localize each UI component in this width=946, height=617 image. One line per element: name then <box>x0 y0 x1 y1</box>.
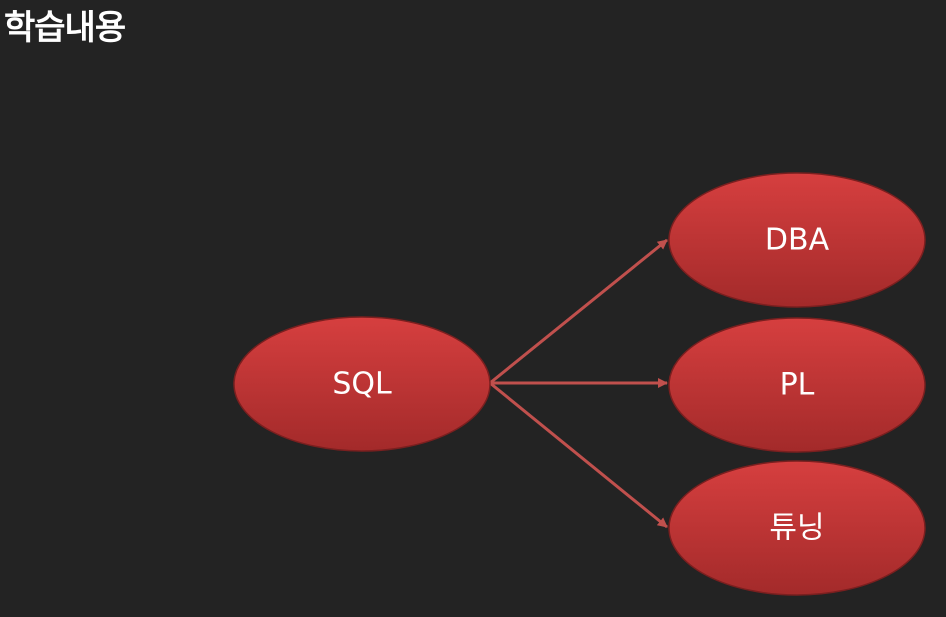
arrow-sql-to-dba <box>489 238 668 385</box>
node-dba-label: DBA <box>765 223 830 258</box>
slide-title: 학습내용 <box>4 8 126 48</box>
node-pl: PL <box>668 317 926 453</box>
node-tuning-shape <box>668 460 926 596</box>
node-sql-label: SQL <box>332 367 392 402</box>
node-tuning-label: 튜닝 <box>769 511 824 546</box>
arrow-sql-to-tuning <box>489 381 668 529</box>
node-tuning: 튜닝 <box>668 460 926 596</box>
node-pl-label: PL <box>780 368 815 403</box>
node-dba-shape <box>668 172 926 308</box>
node-pl-shape <box>668 317 926 453</box>
node-sql: SQL <box>233 316 491 452</box>
node-dba: DBA <box>668 172 926 308</box>
node-sql-shape <box>233 316 491 452</box>
